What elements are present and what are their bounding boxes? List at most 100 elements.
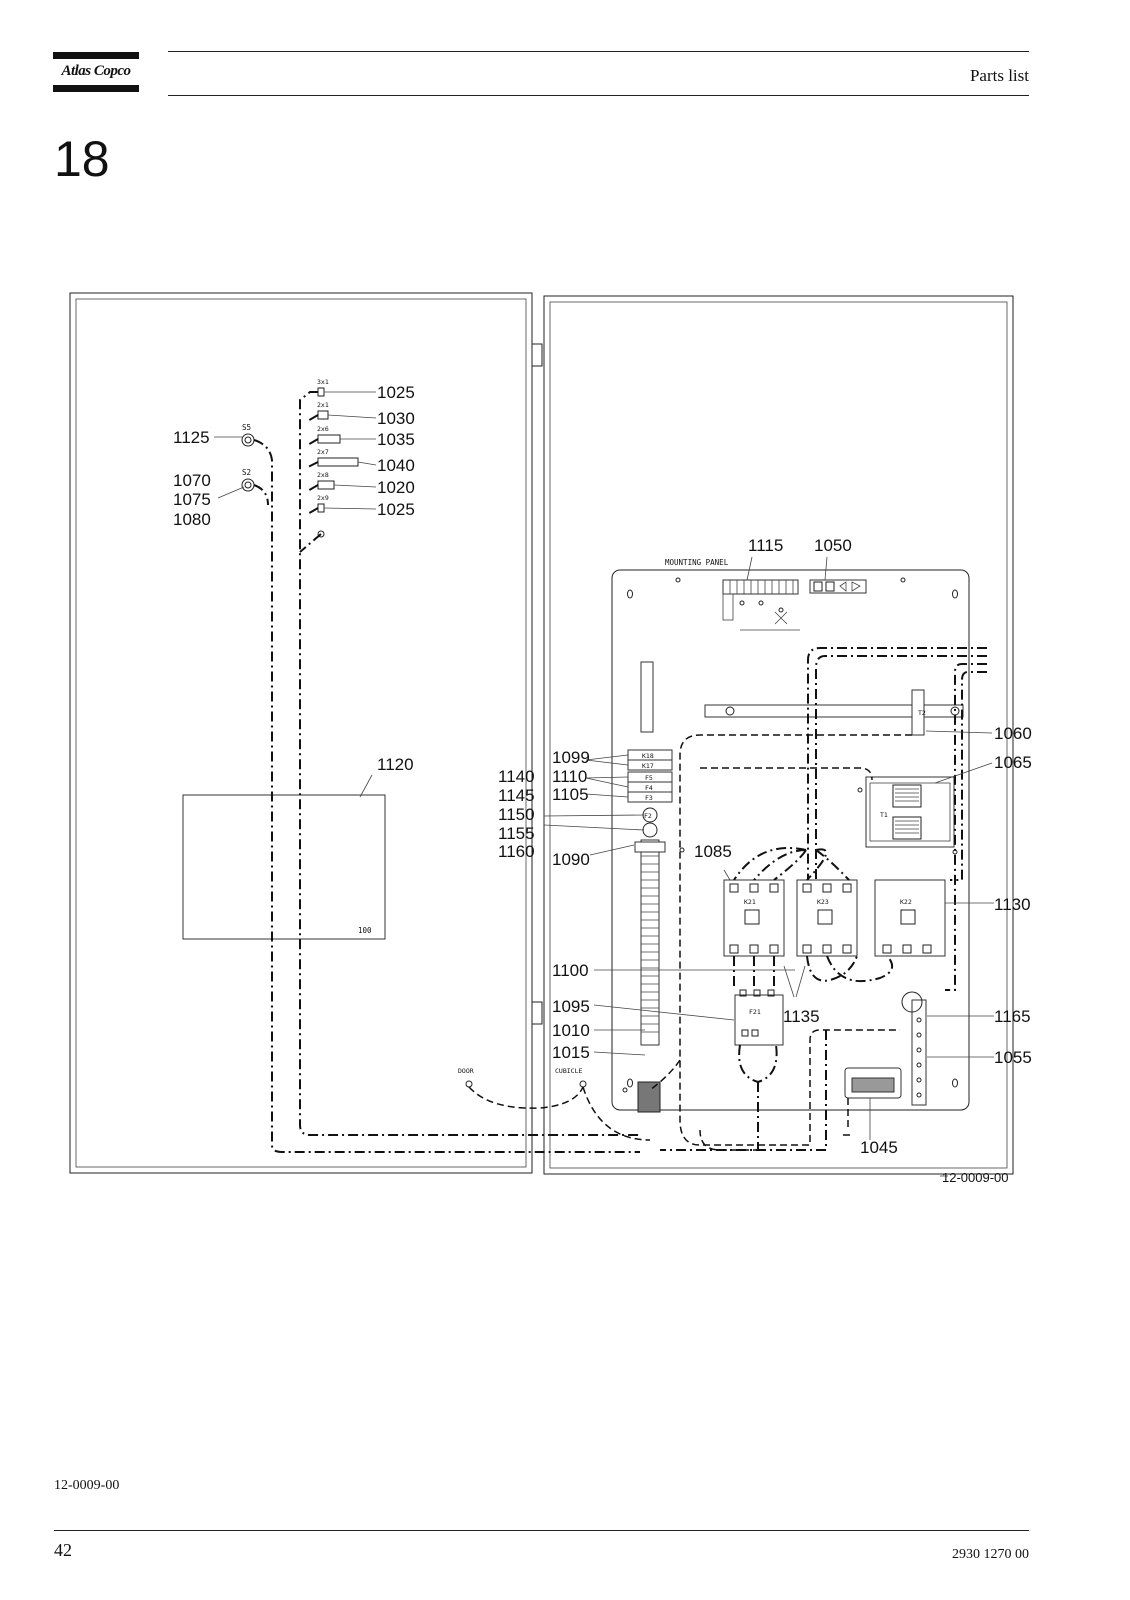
callout-1095: 1095 [552, 997, 590, 1016]
callout-1045: 1045 [860, 1138, 898, 1157]
callout-1065: 1065 [994, 753, 1032, 772]
door-plate-1120 [182, 794, 386, 940]
figure-reference: 12-0009-00 [54, 1478, 120, 1493]
label-2x7: 2x7 [317, 448, 329, 456]
panel-holes [622, 577, 958, 1093]
callout-1160: 1160 [498, 842, 535, 861]
label-s5: S5 [242, 423, 251, 432]
callout-1020: 1020 [377, 478, 415, 497]
label-k18: K18 [642, 752, 654, 760]
callout-1080: 1080 [173, 510, 211, 529]
callout-1060: 1060 [994, 724, 1032, 743]
transformer-t1 [865, 776, 955, 848]
callout-1070: 1070 [173, 471, 211, 490]
callout-1090: 1090 [552, 850, 590, 869]
label-s2: S2 [242, 468, 251, 477]
callout-1140: 1140 [498, 767, 535, 786]
callout-1150: 1150 [498, 805, 535, 824]
door-harness-1 [299, 391, 640, 1136]
label-door: DOOR [458, 1067, 474, 1075]
label-2x8: 2x8 [317, 471, 329, 479]
callout-1130: 1130 [994, 895, 1031, 914]
drawing-reference: 12-0009-00 [942, 1170, 1009, 1185]
label-f2: F2 [644, 812, 652, 820]
callout-1075: 1075 [173, 490, 211, 509]
callout-1010: 1010 [552, 1021, 590, 1040]
door-earth-icon [465, 1080, 473, 1088]
label-f4: F4 [645, 784, 653, 792]
page-number: 42 [54, 1540, 72, 1560]
label-cubicle: CUBICLE [555, 1067, 582, 1075]
callout-1145: 1145 [498, 786, 535, 805]
callout-1125: 1125 [173, 428, 210, 447]
label-t1: T1 [880, 811, 888, 819]
logo-bar-bottom [53, 85, 139, 92]
terminal-block-1050 [809, 579, 867, 594]
label-3x1: 3x1 [317, 378, 329, 386]
door-harness-2 [253, 439, 640, 1153]
din-rail-upper [640, 661, 654, 733]
wiring-main-1 [807, 647, 987, 880]
footer-rule [54, 1530, 1029, 1531]
logo-wordmark: Atlas Copco [61, 63, 131, 79]
label-2x6: 2x6 [317, 425, 329, 433]
label-f3: F3 [645, 794, 653, 802]
cabinet-inner-outline [549, 301, 1008, 1169]
label-mounting-panel: MOUNTING PANEL [665, 558, 729, 567]
leader-lines [214, 391, 994, 1177]
document-number: 2930 1270 00 [952, 1547, 1029, 1562]
door-inner-outline [75, 298, 527, 1168]
mounting-panel [611, 569, 970, 1111]
contactor-k23 [796, 879, 858, 957]
callout-1025-a: 1025 [377, 383, 415, 402]
callout-1105: 1105 [552, 785, 589, 804]
label-f21: F21 [749, 1008, 761, 1016]
callout-1155: 1155 [498, 824, 535, 843]
callout-1015: 1015 [552, 1043, 590, 1062]
cubicle-earth-icon [579, 1080, 587, 1088]
callout-1035: 1035 [377, 430, 415, 449]
switch-s2-icon [241, 478, 255, 492]
callout-1165: 1165 [994, 1007, 1031, 1026]
label-k17: K17 [642, 762, 654, 770]
label-k23: K23 [817, 898, 829, 906]
door-terminal-strips [317, 387, 359, 538]
cable-gland [637, 1081, 661, 1113]
cabinet-outline [543, 295, 1014, 1175]
callout-1085: 1085 [694, 842, 732, 861]
terminal-block-1115 [722, 579, 800, 631]
callout-1115: 1115 [748, 536, 783, 555]
transformer-t2 [911, 689, 925, 736]
contactor-k22 [874, 879, 946, 957]
logo-bar-top [53, 52, 139, 59]
callout-1110: 1110 [552, 767, 587, 786]
hinge-top [531, 343, 543, 367]
header-rule-bottom [168, 95, 1029, 96]
label-f5: F5 [645, 774, 653, 782]
hinge-bottom [531, 1001, 543, 1025]
label-t2: T2 [918, 709, 926, 717]
callout-1099: 1099 [552, 748, 590, 767]
callout-1030: 1030 [377, 409, 415, 428]
label-k22: K22 [900, 898, 912, 906]
label-100: 100 [358, 926, 372, 935]
callout-1120: 1120 [377, 755, 414, 774]
label-2x9: 2x9 [317, 494, 329, 502]
contactor-k21 [723, 879, 785, 957]
door-outline [69, 292, 533, 1174]
label-2x1: 2x1 [317, 401, 329, 409]
callout-1025-b: 1025 [377, 500, 415, 519]
page-header-title: Parts list [969, 66, 1029, 85]
overload-f21 [734, 989, 784, 1046]
switch-s5-icon [241, 433, 255, 447]
chapter-number: 18 [54, 131, 110, 187]
cable-duct [640, 839, 660, 1046]
brand-logo: Atlas Copco [53, 52, 139, 94]
callout-1100: 1100 [552, 961, 589, 980]
callout-1050: 1050 [814, 536, 852, 555]
callout-1135: 1135 [783, 1007, 820, 1026]
callout-1055: 1055 [994, 1048, 1032, 1067]
callout-1040: 1040 [377, 456, 415, 475]
label-k21: K21 [744, 898, 756, 906]
